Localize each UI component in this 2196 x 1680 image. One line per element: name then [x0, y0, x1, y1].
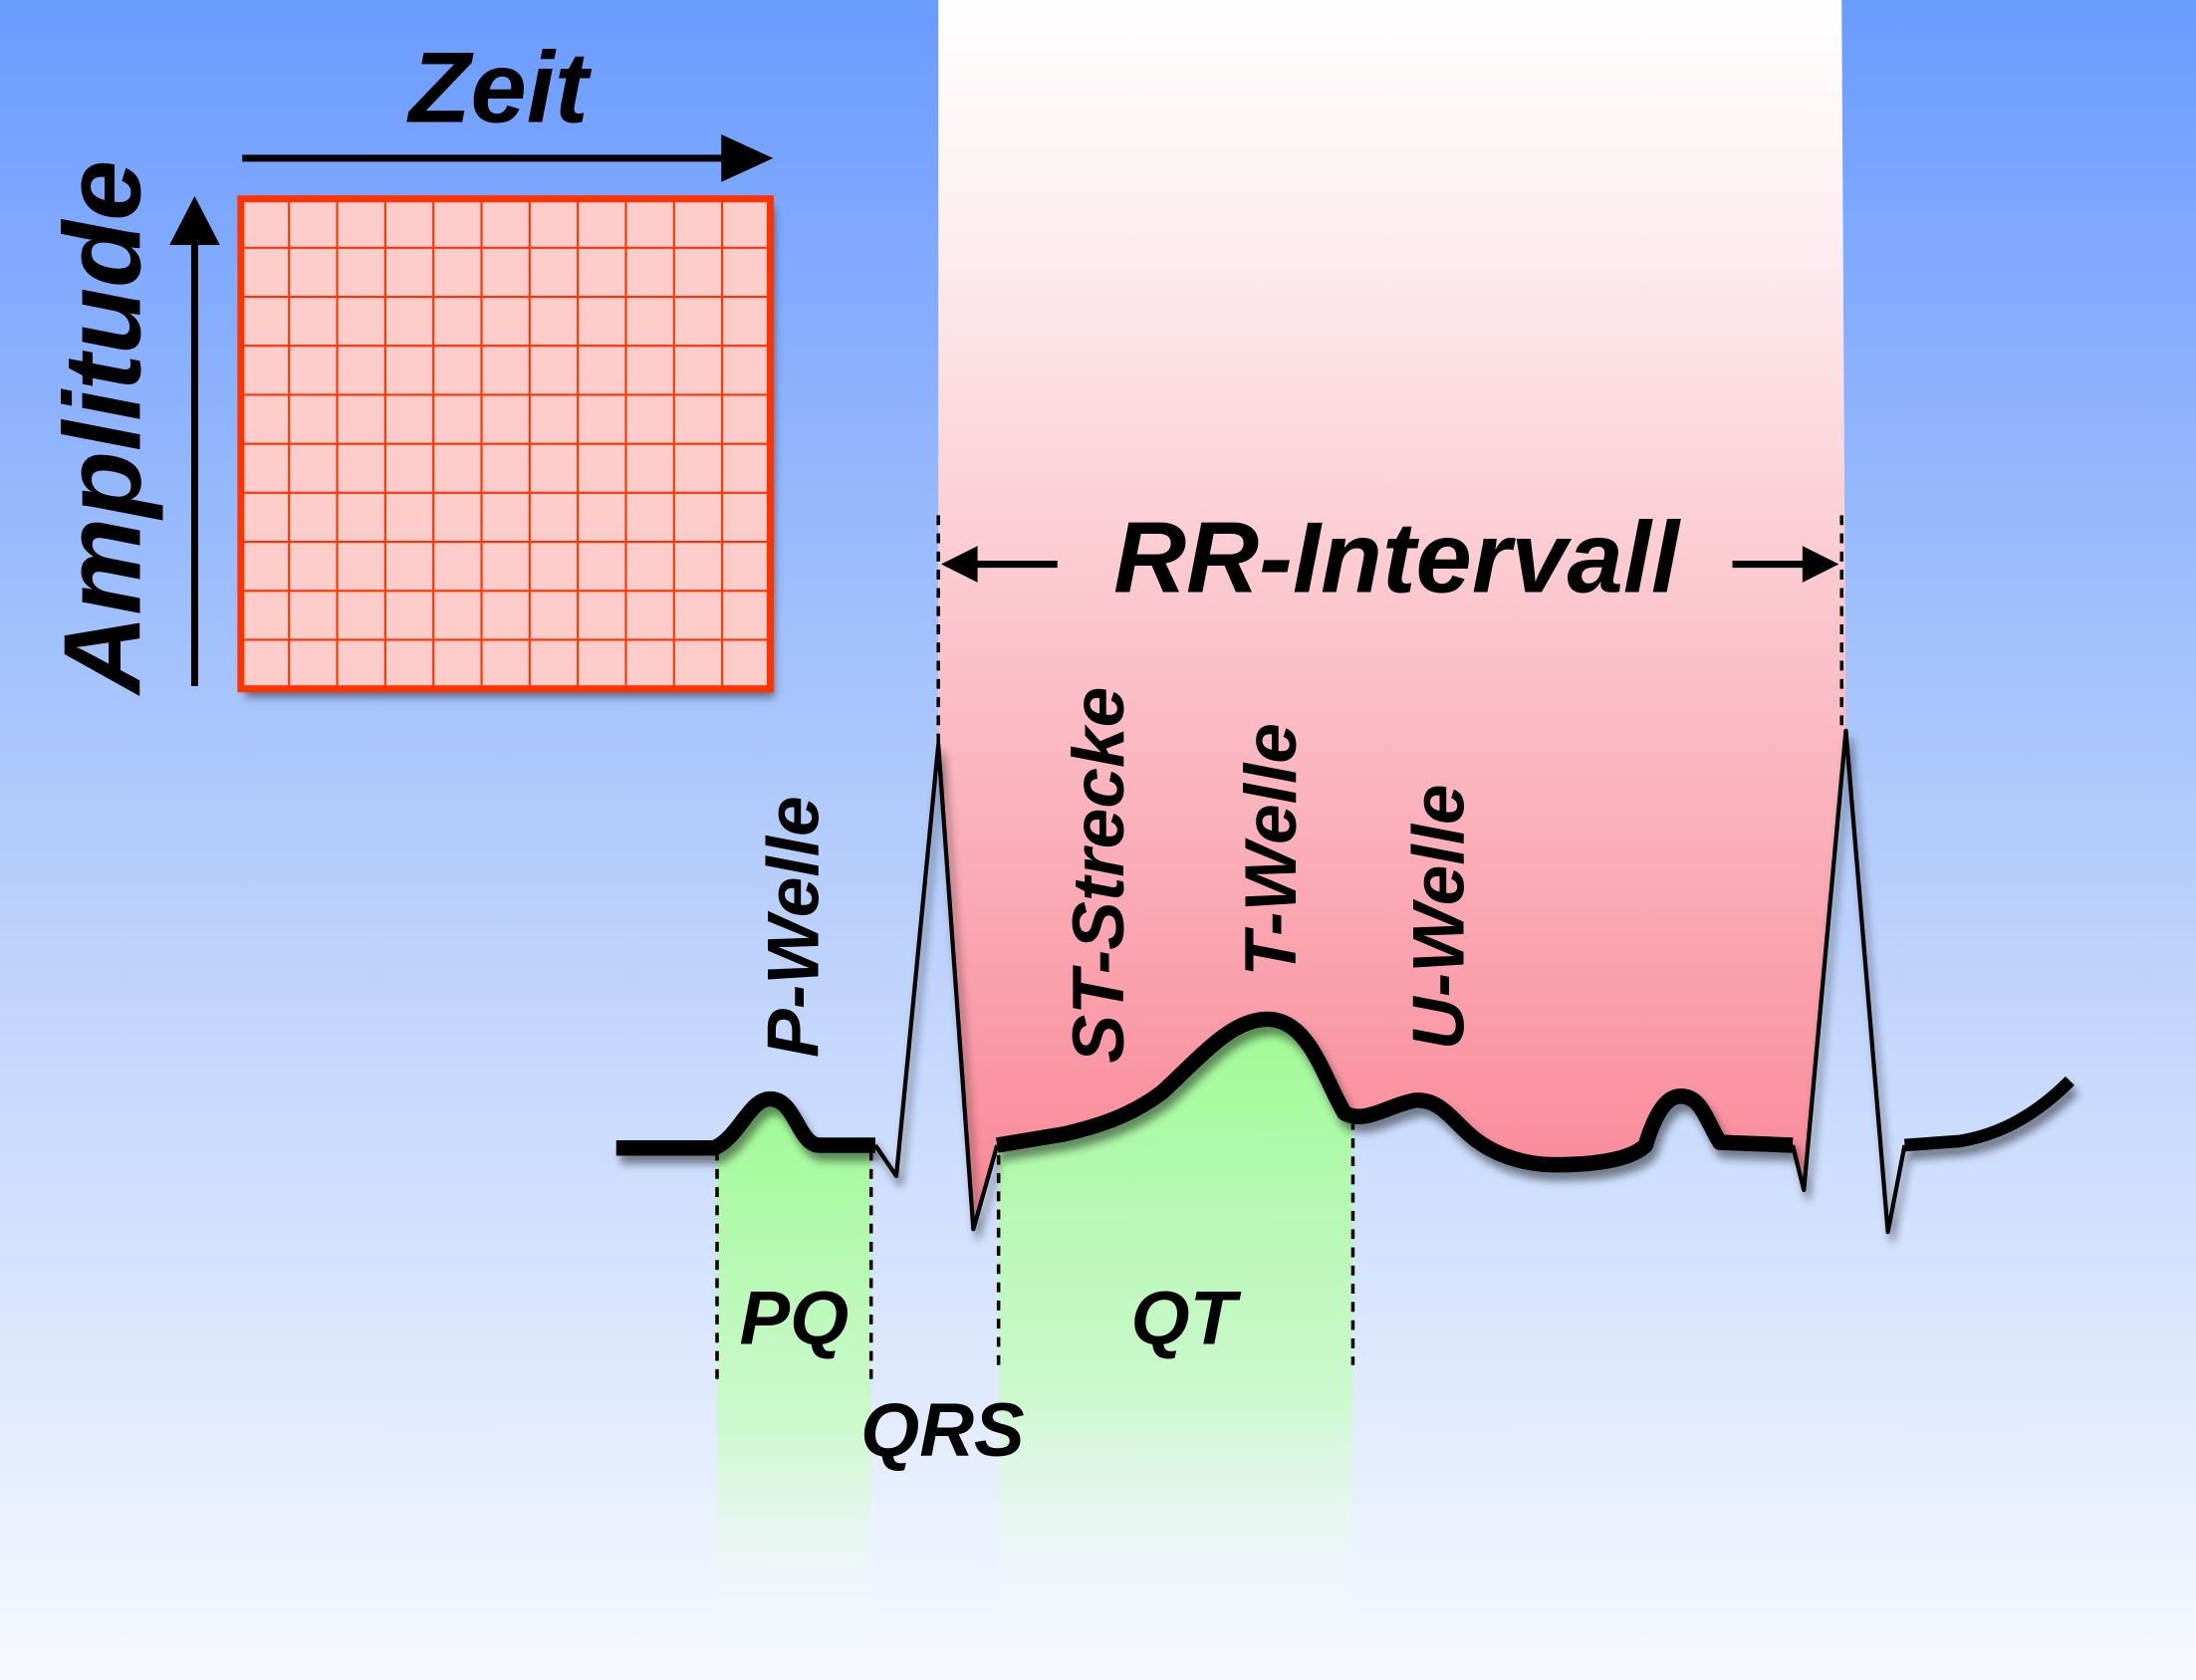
- time-axis-arrow: [242, 133, 774, 182]
- st-segment-label: ST-Strecke: [1059, 687, 1139, 1064]
- t-wave-label: T-Welle: [1231, 723, 1312, 977]
- amplitude-axis-arrow: [169, 195, 220, 686]
- u-wave-label: U-Welle: [1399, 784, 1480, 1050]
- amplitude-axis-label: Amplitude: [43, 160, 164, 697]
- ecg-grid-paper: [237, 195, 774, 693]
- qt-label: QT: [1131, 1277, 1242, 1361]
- pq-label: PQ: [739, 1277, 849, 1361]
- rr-interval-label: RR-Intervall: [1113, 502, 1681, 614]
- pq-interval-fill: [717, 1098, 871, 1652]
- qrs-label: QRS: [860, 1388, 1025, 1473]
- qt-interval-fill: [998, 1019, 1353, 1652]
- rr-interval-band: [938, 0, 1846, 1230]
- rr-arrow-right: [1732, 546, 1839, 583]
- ecg-trace: [615, 728, 2074, 1235]
- rr-arrow-left: [941, 546, 1058, 583]
- interval-markers: [715, 515, 1843, 1379]
- time-axis-label: Zeit: [406, 31, 593, 143]
- p-wave-label: P-Welle: [753, 796, 834, 1058]
